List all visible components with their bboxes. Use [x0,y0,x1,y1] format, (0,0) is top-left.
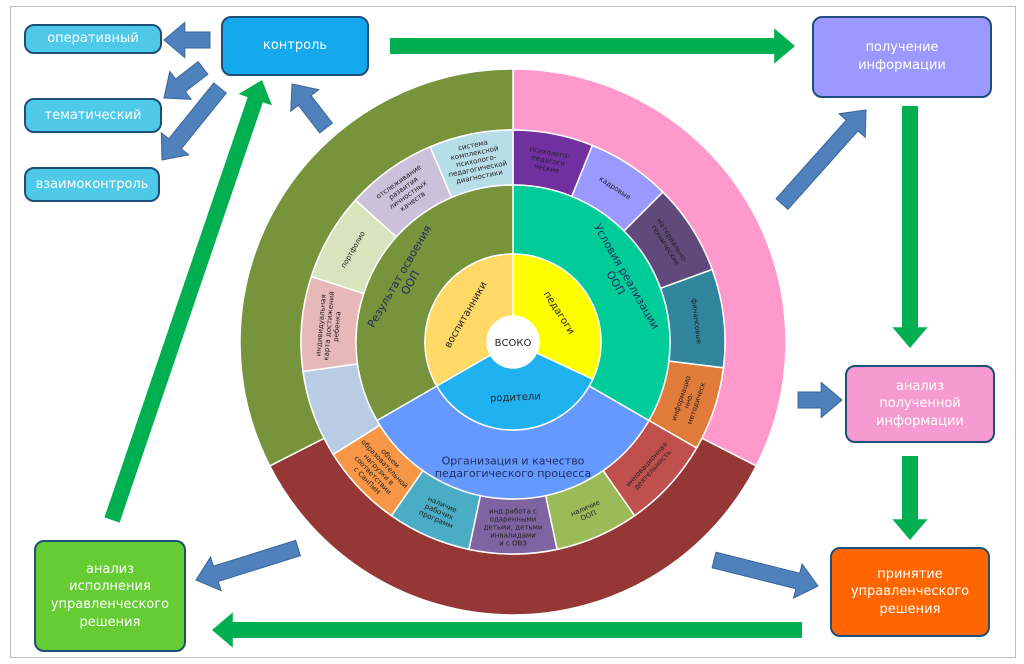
thematic-control-box: тематический [24,98,162,133]
arrow-analysis-to-decision [892,456,928,540]
receive-information-box: получение информации [812,16,992,98]
center-circle [487,316,539,368]
arrow-wheel-to-control [290,83,334,134]
center-label: ВСОКО [495,338,532,349]
mutual-control-box: взаимоконтроль [24,167,160,202]
arrow-decision-to-execution [212,612,802,648]
middle-segment-label: системакомплекснойпсихолого-педагогическ… [443,136,509,187]
arrow-wheel-to-receive [775,109,867,211]
arrow-control-to-receive [390,28,795,64]
middle-segment-label: индивидуальнаякарта достиженийребенка [314,290,344,361]
arrow-control-to-thematic [163,60,209,100]
diagram-frame [10,6,1016,658]
analysis-information-box: анализ полученной информации [845,365,995,443]
core-segment-label: родители [490,391,541,404]
execution-analysis-box: анализ исполнения управленческого решени… [34,540,186,652]
arrow-receive-to-analysis [892,106,928,348]
arrow-control-to-operative [163,21,211,59]
operative-control-box: оперативный [24,24,162,54]
control-box: контроль [221,16,369,76]
management-decision-box: принятие управленческого решения [830,547,990,637]
arrow-wheel-to-analysis [797,381,843,419]
arrow-wheel-to-decision [711,551,819,599]
arrow-control-to-mutual [160,82,227,161]
arrow-wheel-to-execution [195,539,302,592]
arrow-execution-to-control [104,80,272,523]
